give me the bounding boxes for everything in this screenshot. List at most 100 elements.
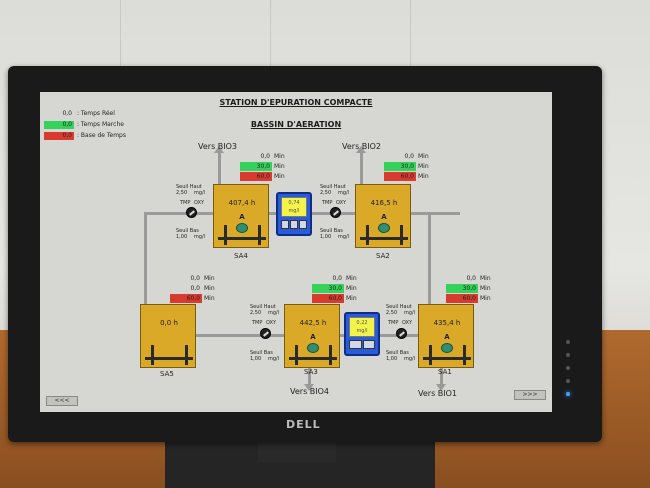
oxy-label: OXY [266, 320, 277, 326]
sa5-run-time[interactable]: 0,0 [190, 285, 200, 292]
sa3-base-time[interactable]: 60,0 [312, 294, 344, 303]
sa5-base-time[interactable]: 60,0 [170, 294, 202, 303]
sensor-unit: mg/l [338, 234, 350, 240]
seuil-bas-label: Seuil Bas [250, 350, 273, 356]
monitor-button[interactable] [566, 353, 570, 357]
grill-post [463, 345, 466, 365]
sa2-base-time[interactable]: 60,0 [384, 172, 416, 181]
sa1-base-time[interactable]: 60,0 [446, 294, 478, 303]
seuil-bas-label: Seuil Bas [176, 228, 199, 234]
grill-bar [423, 357, 471, 360]
oxygen-probe-icon[interactable] [396, 328, 407, 339]
min-label: Min [274, 163, 285, 170]
min-label: Min [418, 163, 429, 170]
monitor-button[interactable] [566, 340, 570, 344]
sensor-unit: mg/l [404, 356, 416, 362]
sa2-run-time[interactable]: 30,0 [384, 162, 416, 171]
seuil-haut-label: Seuil Haut [176, 184, 202, 190]
mode-letter: A [239, 213, 245, 221]
controller-key[interactable] [349, 340, 362, 349]
sa1-real-time: 0,0 [466, 275, 476, 282]
dest-bio2: Vers BIO2 [342, 142, 382, 151]
power-led-icon[interactable] [566, 392, 570, 396]
monitor-button[interactable] [566, 366, 570, 370]
grill-post [151, 345, 154, 365]
oxy-label: OXY [194, 200, 205, 206]
tmp-label: TMP [322, 200, 333, 206]
pipe-bio1 [440, 368, 443, 386]
min-label: Min [418, 173, 429, 180]
aerator-sa3[interactable]: 442,5 h A [284, 304, 340, 368]
aerator-sa1[interactable]: 435,4 h A [418, 304, 474, 368]
sa1-run-time[interactable]: 30,0 [446, 284, 478, 293]
aerator-sa5[interactable]: 0,0 h [140, 304, 196, 368]
sensor-unit: mg/l [404, 310, 416, 316]
grill-post [329, 345, 332, 365]
legend-label: : Temps Marche [77, 121, 124, 128]
tmp-label: TMP [252, 320, 263, 326]
legend-label: : Temps Réel [77, 110, 115, 117]
sa2-real-time: 0,0 [404, 153, 414, 160]
nav-previous-button[interactable]: <<< [46, 396, 78, 406]
oxy-label: OXY [402, 320, 413, 326]
mode-letter: A [310, 333, 316, 341]
grill-post [400, 225, 403, 245]
sa4-base-time[interactable]: 60,0 [240, 172, 272, 181]
min-label: Min [274, 153, 285, 160]
sensor-unit: mg/l [268, 310, 280, 316]
seuil-bas-label: Seuil Bas [386, 350, 409, 356]
controller-key[interactable] [299, 220, 307, 229]
dest-bio1: Vers BIO1 [418, 389, 458, 398]
oxygen-controller-top[interactable]: 0,74 mg/l [276, 192, 312, 236]
sa4-run-time[interactable]: 30,0 [240, 162, 272, 171]
grill-bar [145, 357, 193, 360]
unit-label-sa4: SA4 [234, 252, 248, 260]
nav-next-button[interactable]: >>> [514, 390, 546, 400]
seuil-haut-value: 2,50 [320, 190, 332, 196]
legend-base-time: 0,0 : Base de Temps [44, 132, 154, 141]
run-hours: 407,4 h [228, 199, 256, 207]
controller-keys [349, 340, 375, 349]
legend-run-time: 0,0 : Temps Marche [44, 121, 154, 130]
sensor-unit: mg/l [268, 356, 280, 362]
mode-letter: A [444, 333, 450, 341]
dest-bio4: Vers BIO4 [290, 387, 330, 396]
pipe-right [428, 212, 431, 335]
min-label: Min [204, 275, 215, 282]
dest-bio3: Vers BIO3 [198, 142, 238, 151]
run-hours: 435,4 h [433, 319, 461, 327]
legend-label: : Base de Temps [77, 132, 126, 139]
monitor-stand [258, 442, 336, 462]
controller-key[interactable] [362, 340, 375, 349]
arrow-up-icon [356, 146, 366, 153]
oxygen-controller-bottom[interactable]: 0,22 mg/l [344, 312, 380, 356]
arrow-up-icon [214, 146, 224, 153]
sa3-run-time[interactable]: 30,0 [312, 284, 344, 293]
grill-bar [218, 237, 266, 240]
min-label: Min [480, 275, 491, 282]
seuil-bas-label: Seuil Bas [320, 228, 343, 234]
grill-post [224, 225, 227, 245]
motor-icon [378, 223, 390, 233]
min-label: Min [204, 295, 215, 302]
sensor-unit: mg/l [338, 190, 350, 196]
min-label: Min [418, 153, 429, 160]
pipe-bio3 [218, 152, 221, 212]
aerator-sa4[interactable]: 407,4 h A [213, 184, 269, 248]
seuil-haut-value: 2,50 [250, 310, 262, 316]
oxygen-probe-icon[interactable] [186, 207, 197, 218]
controller-key[interactable] [281, 220, 289, 229]
sensor-unit: mg/l [194, 234, 206, 240]
oxygen-probe-icon[interactable] [330, 207, 341, 218]
dell-logo: DELL [286, 418, 321, 431]
arrow-down-icon [304, 384, 314, 391]
monitor-button[interactable] [566, 379, 570, 383]
aerator-sa2[interactable]: 416,5 h A [355, 184, 411, 248]
pipe-left [144, 212, 147, 335]
sa4-real-time: 0,0 [260, 153, 270, 160]
seuil-haut-value: 2,50 [386, 310, 398, 316]
controller-key[interactable] [290, 220, 298, 229]
seuil-haut-label: Seuil Haut [250, 304, 276, 310]
oxygen-probe-icon[interactable] [260, 328, 271, 339]
pipe-bio2 [360, 152, 363, 212]
